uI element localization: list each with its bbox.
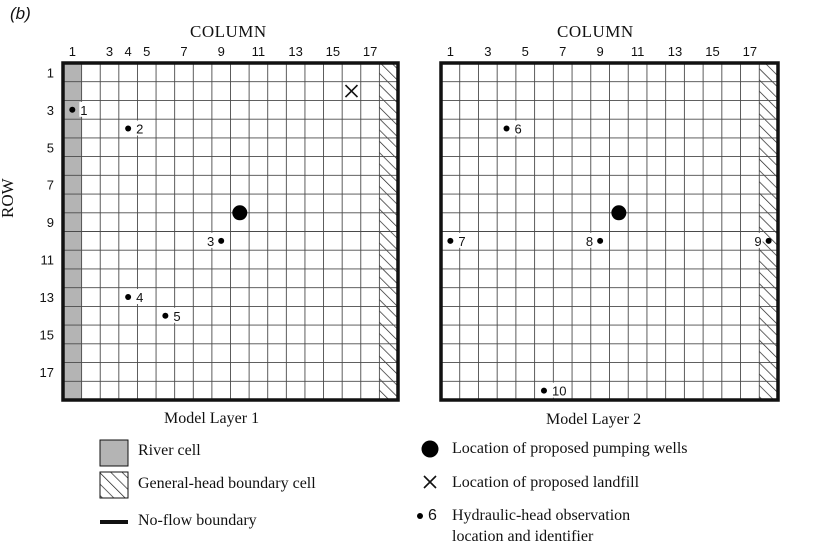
observation-id-label: 6	[515, 122, 522, 137]
observation-label-background	[513, 120, 524, 136]
legend-river-swatch	[99, 439, 129, 467]
observation-id-label: 1	[80, 103, 87, 118]
observation-label-background	[584, 232, 595, 248]
legend-observation-label-line2: location and identifier	[452, 528, 594, 545]
observation-id-label: 8	[586, 234, 593, 249]
column-tick-label: 17	[743, 44, 757, 59]
observation-point-marker	[765, 237, 772, 244]
no-flow-boundary	[439, 61, 780, 402]
column-tick-label: 11	[631, 44, 645, 59]
column-tick-label: 9	[218, 44, 225, 59]
layer-2-title: Model Layer 2	[546, 411, 642, 428]
observation-id-label: 3	[207, 234, 214, 249]
column-tick-label: 3	[484, 44, 491, 59]
column-tick-label: 13	[668, 44, 682, 59]
observation-point-marker	[503, 125, 510, 132]
layer-1-title: Model Layer 1	[164, 410, 260, 427]
column-tick-label: 15	[705, 44, 719, 59]
observation-point-marker	[162, 312, 169, 319]
legend-observation-label-line1: Hydraulic-head observation	[452, 507, 631, 524]
row-tick-label: 7	[47, 178, 54, 193]
observation-label-background	[135, 289, 146, 305]
landfill-marker	[344, 84, 359, 98]
row-tick-label: 9	[47, 215, 54, 230]
column-tick-label: 4	[125, 44, 132, 59]
column-tick-label: 1	[69, 44, 76, 59]
legend-symbols	[99, 439, 439, 524]
legend-landfill-symbol	[423, 475, 437, 489]
observation-id-label: 10	[552, 384, 566, 399]
column-tick-label: 9	[597, 44, 604, 59]
panel-label: (b)	[10, 4, 31, 23]
observation-label-background	[550, 382, 570, 398]
column-tick-label: 11	[252, 44, 266, 59]
observation-point-marker	[125, 294, 132, 301]
legend-river-cell-label: River cell	[138, 442, 201, 459]
pumping-well-marker	[611, 205, 627, 221]
observation-point-marker	[597, 237, 604, 244]
observation-label-background	[205, 232, 216, 248]
row-tick-label: 5	[47, 140, 54, 155]
row-tick-label: 17	[40, 365, 54, 380]
pumping-well-marker	[232, 205, 248, 221]
row-axis-title: ROW	[0, 178, 17, 218]
observation-point-marker	[540, 387, 547, 394]
column-tick-label: 7	[559, 44, 566, 59]
column-axis-title-layer-2: COLUMN	[557, 22, 634, 41]
column-tick-label: 7	[180, 44, 187, 59]
observation-label-background	[172, 307, 183, 323]
observation-label-background	[79, 101, 90, 117]
observation-id-label: 5	[173, 309, 180, 324]
legend-landfill-label: Location of proposed landfill	[452, 474, 640, 491]
observation-id-label: 7	[458, 234, 465, 249]
observation-label-background	[135, 120, 146, 136]
column-tick-label: 13	[288, 44, 302, 59]
observation-id-label: 2	[136, 122, 143, 137]
column-tick-label: 17	[363, 44, 377, 59]
column-tick-label: 3	[106, 44, 113, 59]
row-tick-label: 11	[41, 253, 55, 268]
observation-point-marker	[218, 237, 225, 244]
observation-label-background	[752, 232, 763, 248]
column-axis-title-layer-1: COLUMN	[190, 22, 267, 41]
legend-pumping-wells-label: Location of proposed pumping wells	[452, 440, 688, 457]
column-tick-label: 1	[447, 44, 454, 59]
no-flow-boundary	[61, 61, 400, 402]
legend-observation-sample-id: 6	[428, 507, 437, 524]
observation-label-background	[457, 232, 468, 248]
column-tick-label: 15	[326, 44, 340, 59]
observation-id-label: 4	[136, 290, 143, 305]
row-tick-label: 1	[47, 65, 54, 80]
observation-id-label: 9	[754, 234, 761, 249]
column-tick-label: 5	[143, 44, 150, 59]
column-tick-label: 5	[522, 44, 529, 59]
observation-point-marker	[69, 106, 76, 113]
legend-general-head-swatch	[99, 471, 129, 499]
legend-observation-symbol	[417, 513, 423, 519]
legend-no-flow-label: No-flow boundary	[138, 512, 257, 529]
legend-pumping-well-symbol	[421, 440, 439, 458]
row-tick-label: 15	[40, 327, 54, 342]
row-tick-label: 13	[40, 290, 54, 305]
row-tick-label: 3	[47, 103, 54, 118]
legend-general-head-label: General-head boundary cell	[138, 475, 316, 492]
observation-point-marker	[125, 125, 132, 132]
observation-point-marker	[447, 237, 454, 244]
